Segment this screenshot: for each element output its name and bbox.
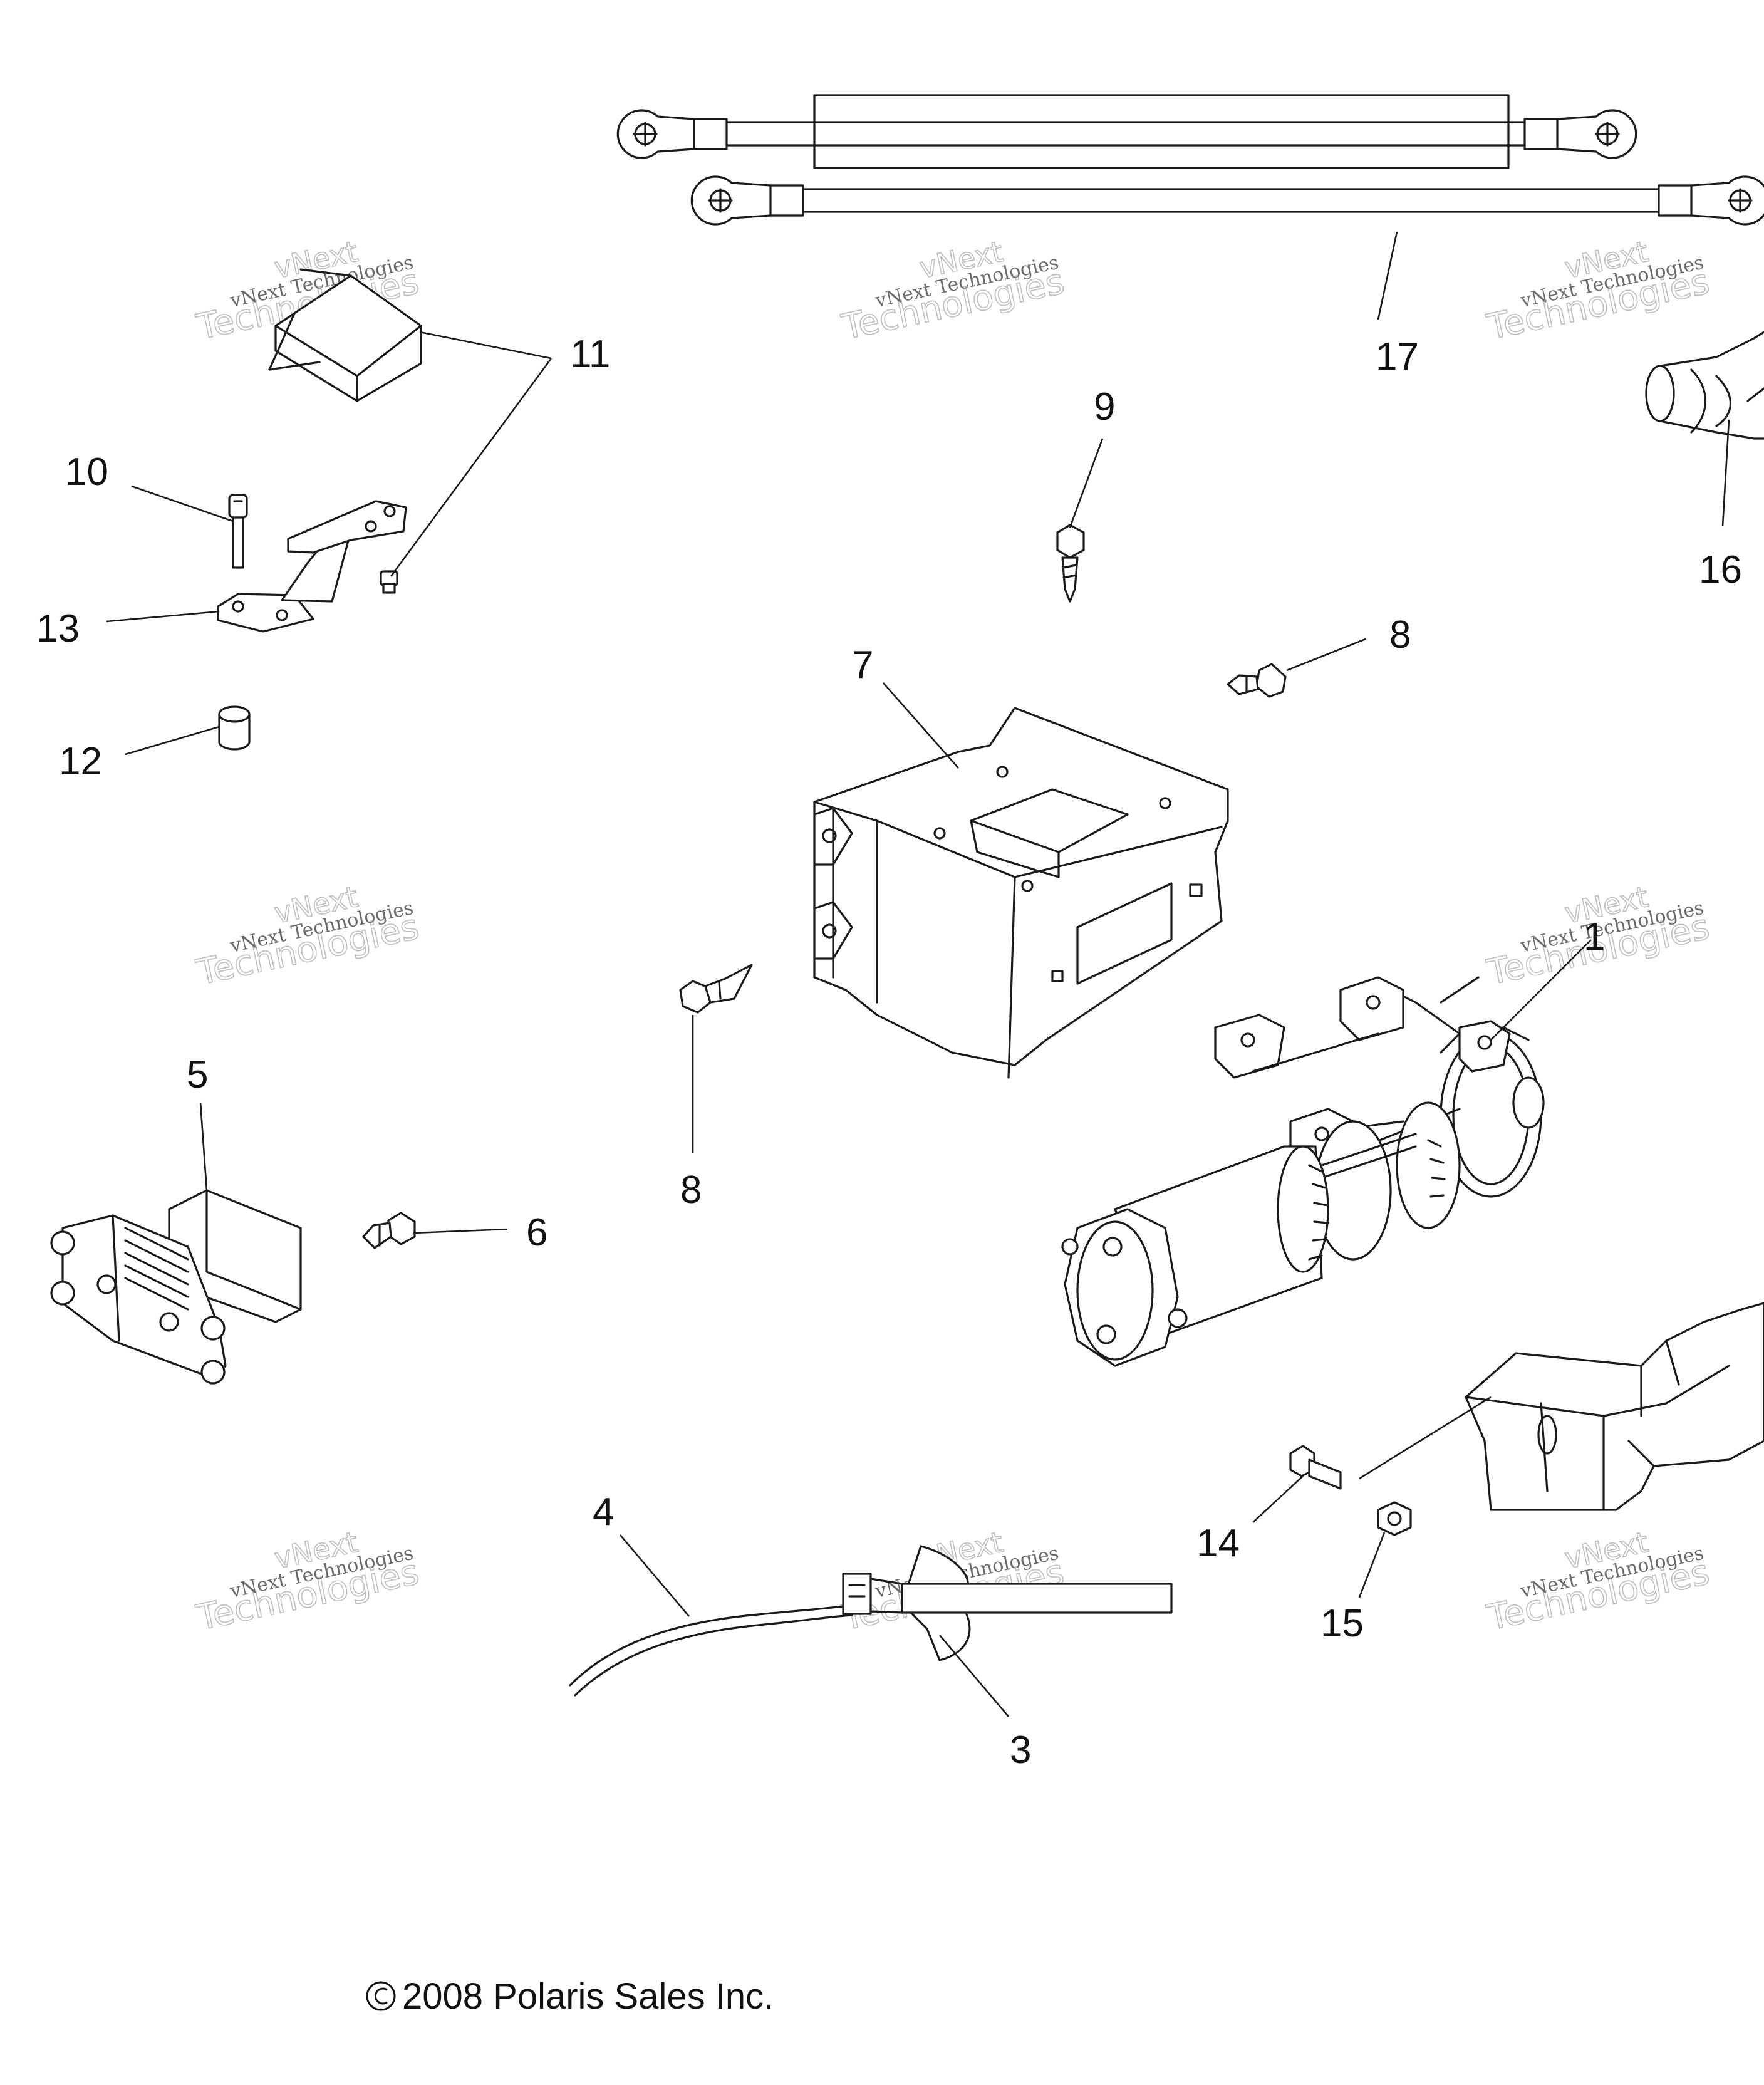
callout-6: 6 (526, 1211, 547, 1254)
copyright-symbol-icon (366, 1981, 396, 2011)
callout-14: 17 (1376, 335, 1419, 378)
part-12-spacer (218, 705, 251, 751)
callout-17: 16 (1699, 548, 1742, 591)
callout-1: 1 (1584, 915, 1605, 959)
callout-11: 11 (570, 333, 610, 376)
part-16-nut (1377, 1501, 1412, 1536)
part-10-screw (228, 494, 248, 569)
watermark: Technologies vNext vNext Technologies (1483, 1524, 1713, 1639)
callout-15: 14 (1196, 1522, 1240, 1565)
part-8-bolt-upper (1227, 663, 1287, 698)
part-13-bracket (217, 500, 407, 633)
part-4-wire (569, 1604, 853, 1697)
part-3-switch (842, 1545, 1173, 1661)
part-5-contactor (50, 1189, 302, 1385)
part-15-bolt (1289, 1445, 1342, 1490)
watermark: Technologies vNext vNext Technologies (192, 879, 423, 994)
callout-13: 13 (36, 607, 80, 650)
watermark: Technologies vNext vNext Technologies (838, 234, 1068, 348)
callout-12: 12 (59, 740, 102, 783)
part-14-cables (616, 94, 1764, 226)
callout-16: 15 (1320, 1602, 1364, 1645)
part-11-cover (268, 268, 422, 402)
copyright-c-icon (374, 1987, 388, 2005)
right-fairlead-bracket (1465, 1302, 1764, 1511)
callout-8-lower: 8 (680, 1168, 702, 1212)
leader-lines (106, 231, 1730, 1717)
callout-10: 10 (65, 450, 108, 494)
callouts: 17 16 11 10 13 12 9 8 7 1 8 5 6 4 3 14 1… (36, 333, 1742, 1772)
callout-5: 5 (187, 1053, 208, 1096)
part-11-nut (380, 570, 398, 594)
callout-4: 4 (593, 1490, 614, 1534)
copyright-notice: 2008 Polaris Sales Inc. (366, 1976, 774, 2017)
part-6-bolt (362, 1212, 416, 1249)
copyright-text: 2008 Polaris Sales Inc. (402, 1976, 774, 2017)
watermark: Technologies vNext vNext Technologies (1483, 234, 1713, 348)
callout-3: 3 (1010, 1729, 1031, 1772)
watermark: Technologies vNext vNext Technologies (192, 1524, 423, 1639)
part-1-winch (1061, 976, 1545, 1367)
part-8-bolt-lower (679, 964, 753, 1014)
part-9-bolt (1056, 524, 1085, 603)
part-7-mount-plate (813, 707, 1229, 1079)
callout-9: 9 (1094, 385, 1115, 429)
part-17-boot (1645, 331, 1764, 440)
callout-8-upper: 8 (1389, 613, 1411, 657)
callout-7: 7 (852, 643, 873, 687)
